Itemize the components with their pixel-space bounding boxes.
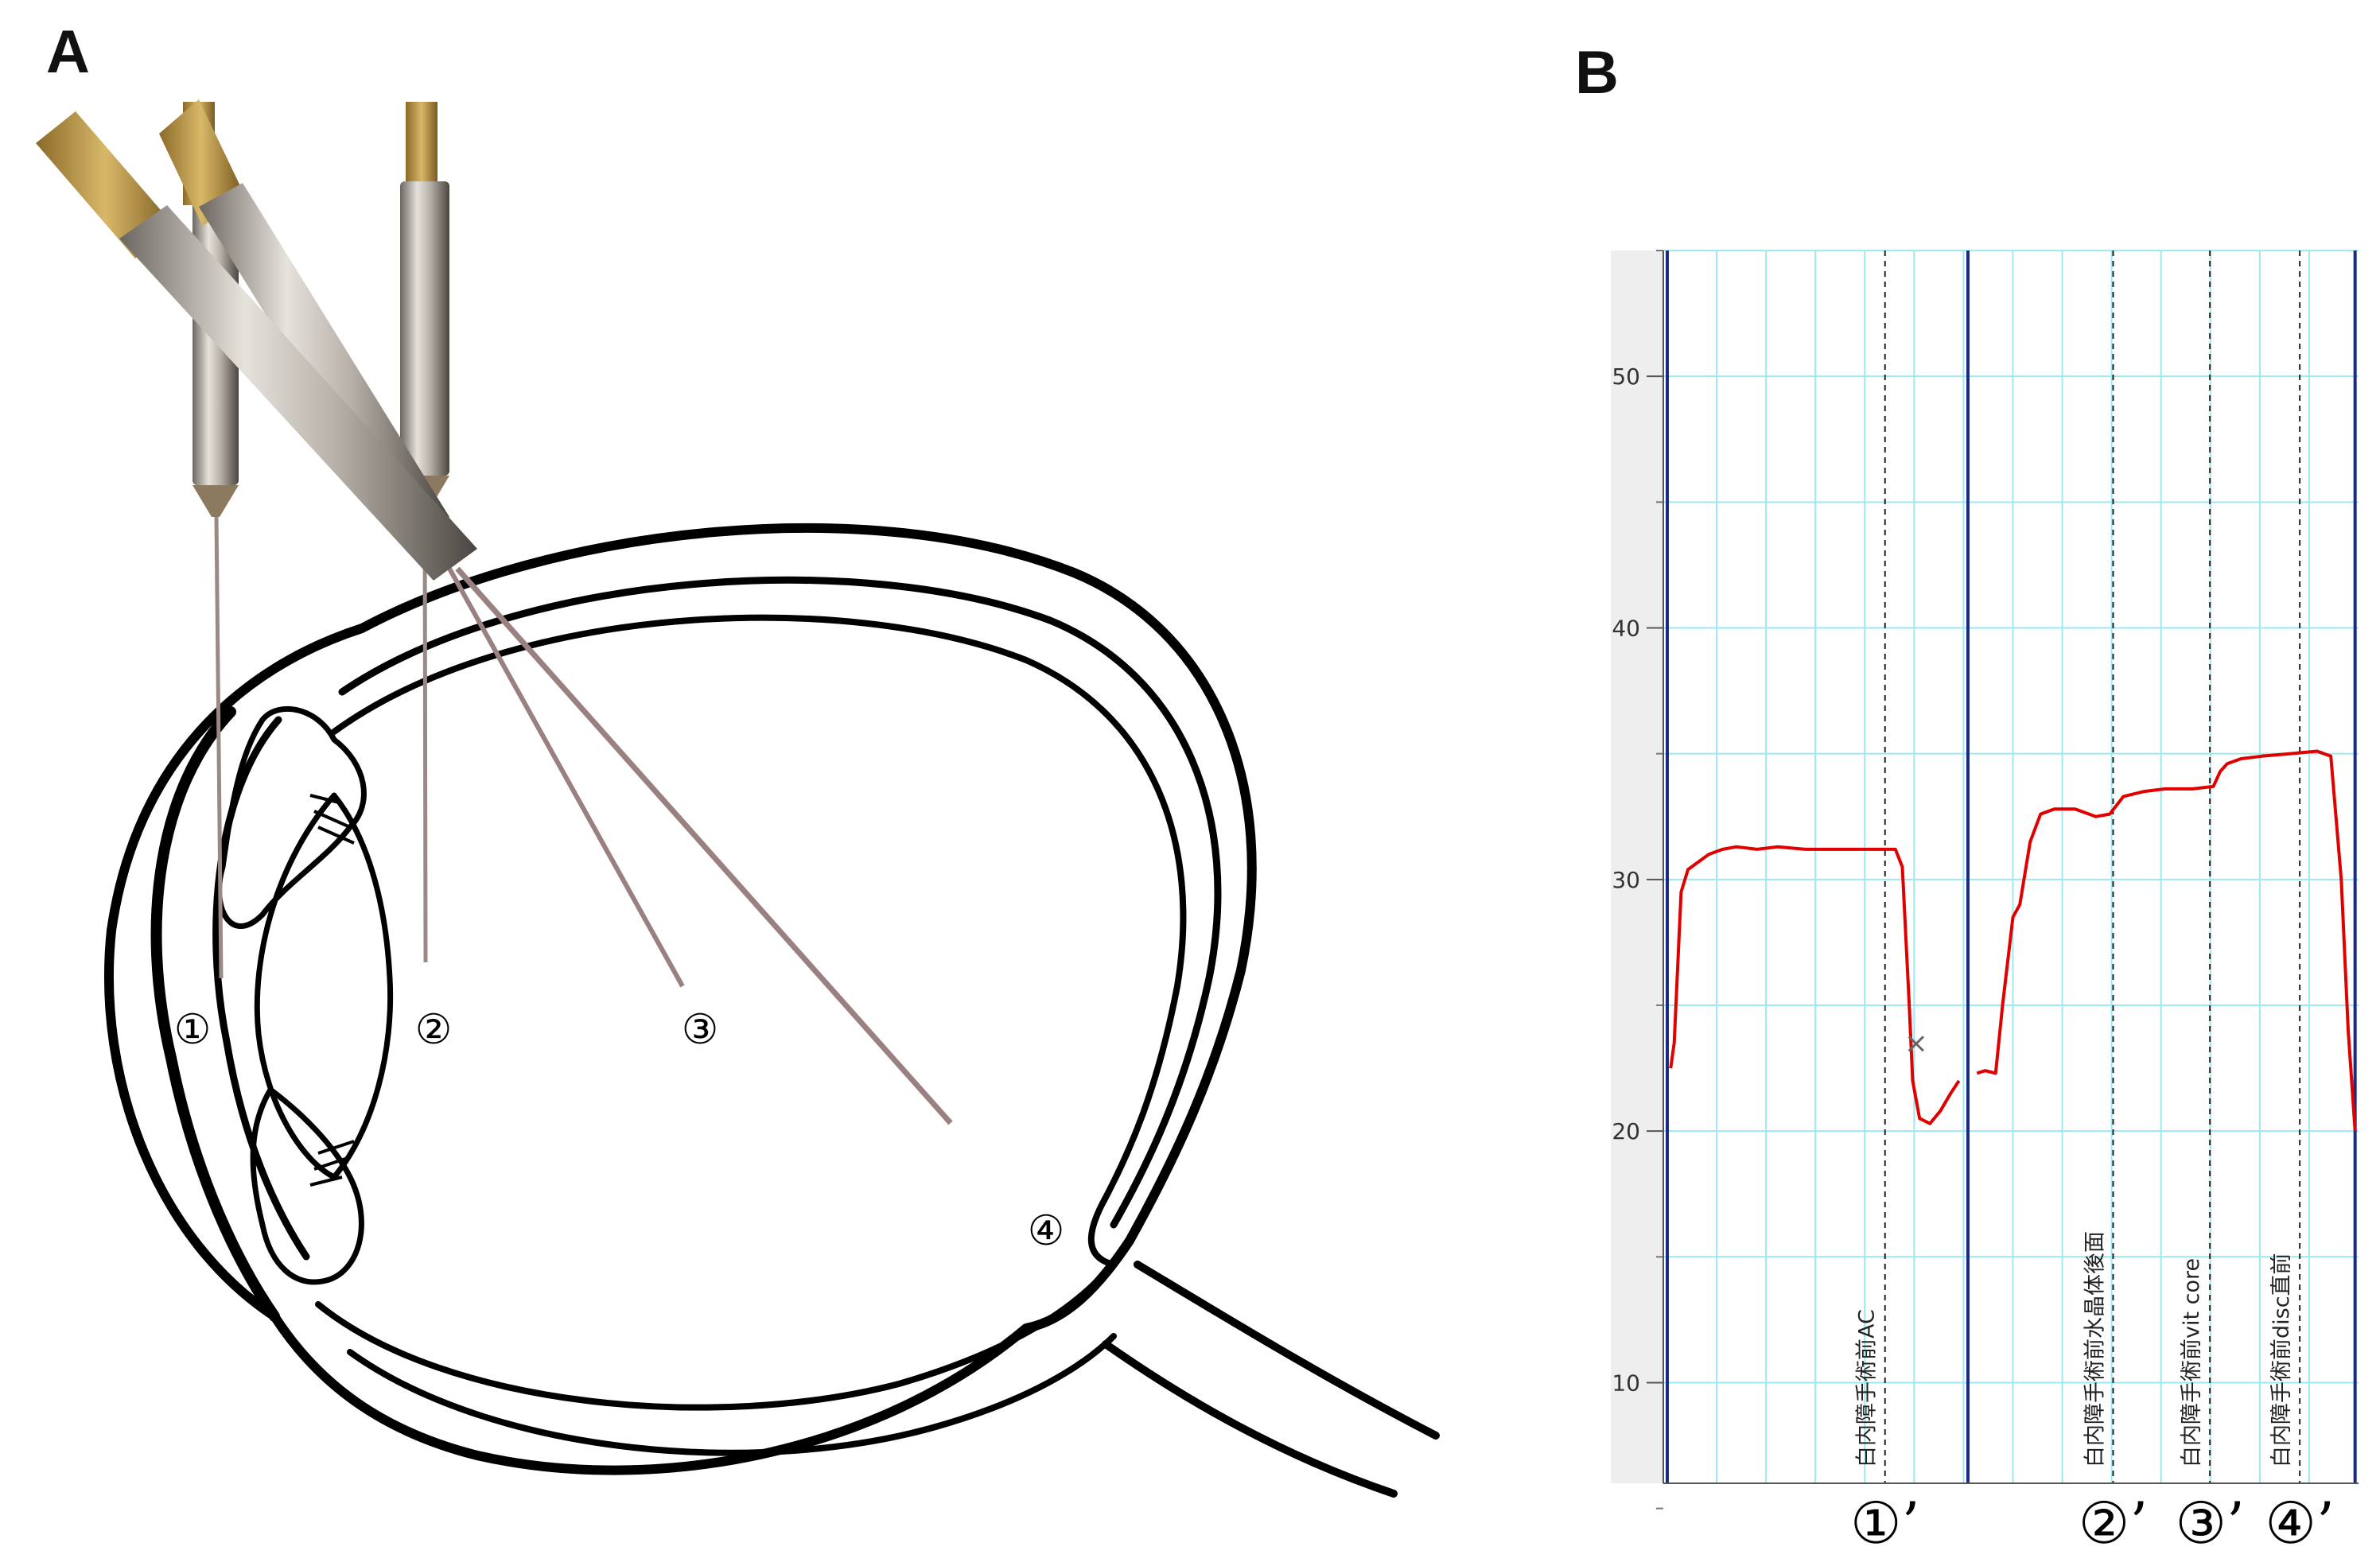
pressure-curve-segment: [1669, 845, 1961, 1125]
pressure-curve-segment: [1976, 749, 2357, 1132]
axis-gutter: [1611, 251, 1663, 1483]
marker-lines: [1666, 251, 2357, 1483]
y-tick-label: 10: [1612, 1370, 1640, 1396]
probe-2: [400, 102, 449, 963]
y-axis-ticks: 10 20 30 40 50: [1612, 250, 1663, 1510]
probe-4: [36, 111, 953, 1125]
retina-lower: [315, 1277, 1101, 1411]
y-tick-label: 20: [1612, 1118, 1640, 1144]
site-label-3: ③: [682, 1006, 719, 1054]
marker-label: 白内障手術前水晶体後面: [2083, 1231, 2108, 1467]
cursor-marker: ×: [1904, 1027, 1928, 1059]
retina-layer: [331, 614, 1187, 1268]
marker-label: 白内障手術前disc直前: [2269, 1253, 2294, 1467]
pressure-curve: ×: [1669, 749, 2357, 1132]
panel-label-a: A: [46, 18, 90, 86]
site-label-4: ④: [1028, 1207, 1065, 1255]
sclera-outer: [104, 523, 1257, 1475]
site-label-1: ①: [174, 1006, 212, 1054]
x-mark-label: ①’: [1850, 1490, 1919, 1556]
optic-nerve-upper: [1134, 1261, 1440, 1440]
cornea: [150, 706, 280, 1322]
choroid-layer: [338, 576, 1222, 1229]
x-mark-label: ③’: [2175, 1490, 2244, 1556]
y-tick-label: 30: [1612, 867, 1640, 893]
x-mark-label: ④’: [2265, 1490, 2334, 1556]
gridlines-horizontal: [1663, 250, 2359, 1384]
x-mark-label: ②’: [2079, 1490, 2148, 1556]
marker-label: 白内障手術前vit core: [2180, 1258, 2204, 1467]
iris-upper: [216, 705, 367, 929]
marker-label: 白内障手術前AC: [1855, 1309, 1880, 1467]
site-label-2: ②: [415, 1006, 453, 1054]
plot-area: [1611, 251, 2311, 1483]
marker-labels: 白内障手術前AC 白内障手術前水晶体後面 白内障手術前vit core 白内障手術前d…: [1855, 1231, 2294, 1467]
y-tick-label: 40: [1612, 615, 1640, 641]
eye-diagram: ① ② ③ ④: [36, 99, 1440, 1498]
y-tick-label: 50: [1612, 363, 1640, 390]
panel-label-b: B: [1575, 39, 1619, 107]
x-position-marks: ①’ ②’ ③’ ④’: [1850, 1490, 2335, 1556]
lens: [254, 792, 394, 1180]
sclera-lower-inner: [347, 1333, 1117, 1456]
optic-nerve-lower: [1102, 1340, 1398, 1498]
